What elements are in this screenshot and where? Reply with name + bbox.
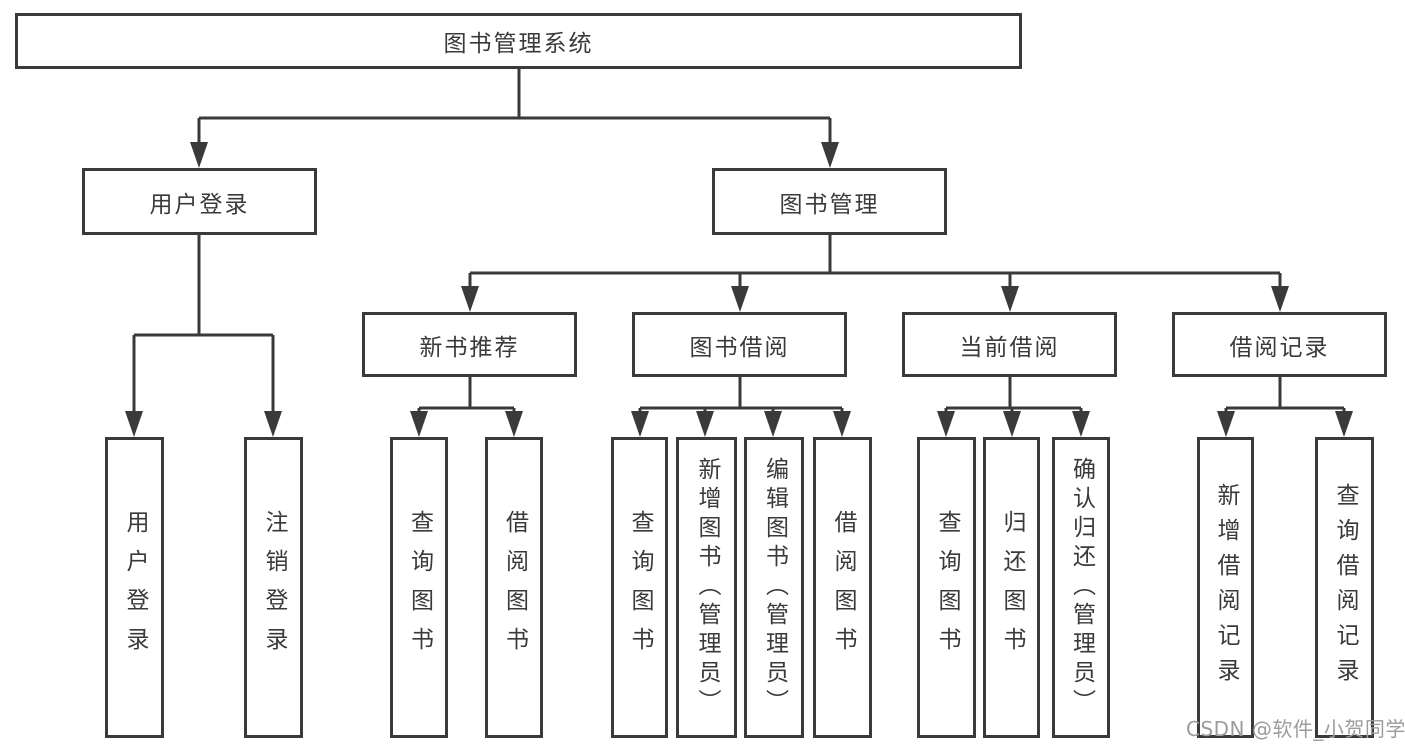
leaf-query-books-borrow: 查询图书	[611, 437, 668, 738]
leaf-add-books-admin: 新增图书（管理员）	[676, 437, 737, 738]
leaf-user-login: 用户登录	[105, 437, 164, 738]
leaf-logout-login: 注销登录	[244, 437, 303, 738]
node-label: 新书推荐	[419, 334, 520, 361]
node-library-management-system: 图书管理系统	[15, 13, 1022, 69]
leaf-borrow-books-recommend: 借阅图书	[485, 437, 543, 738]
node-book-management: 图书管理	[712, 168, 947, 235]
node-label: 归还图书	[999, 509, 1025, 666]
node-label: 用户登录	[149, 191, 250, 218]
leaf-query-books-recommend: 查询图书	[390, 437, 448, 738]
node-label: 查询图书	[627, 509, 653, 666]
node-label: 借阅图书	[501, 509, 528, 666]
leaf-add-borrow-record: 新增借阅记录	[1197, 437, 1254, 738]
node-label: 查询图书	[934, 509, 960, 666]
node-label: 新增图书（管理员）	[694, 457, 720, 718]
leaf-confirm-return-admin: 确认归还（管理员）	[1052, 437, 1110, 738]
leaf-edit-books-admin: 编辑图书（管理员）	[744, 437, 804, 738]
node-label: 用户登录	[122, 509, 148, 666]
node-user-login: 用户登录	[82, 168, 317, 235]
node-label: 图书管理	[779, 191, 880, 218]
node-label: 注销登录	[261, 509, 287, 666]
node-label: 确认归还（管理员）	[1068, 457, 1095, 718]
node-label: 新增借阅记录	[1213, 482, 1239, 693]
leaf-query-books-current: 查询图书	[917, 437, 976, 738]
node-label: 借阅图书	[830, 509, 856, 666]
node-label: 编辑图书（管理员）	[761, 457, 788, 718]
leaf-borrow-books-borrow: 借阅图书	[813, 437, 872, 738]
node-current-borrowing: 当前借阅	[902, 312, 1117, 377]
node-label: 借阅记录	[1229, 334, 1330, 361]
leaf-return-books: 归还图书	[983, 437, 1040, 738]
node-label: 图书管理系统	[443, 31, 594, 57]
leaf-query-borrow-record: 查询借阅记录	[1315, 437, 1374, 738]
node-book-borrowing: 图书借阅	[632, 312, 847, 377]
node-label: 当前借阅	[959, 334, 1060, 361]
node-new-book-recommendation: 新书推荐	[362, 312, 577, 377]
node-label: 查询图书	[406, 509, 433, 666]
node-label: 查询借阅记录	[1332, 482, 1358, 693]
watermark-text: CSDN @软件_小贺同学	[1186, 717, 1405, 741]
node-label: 图书借阅	[689, 334, 790, 361]
node-borrowing-records: 借阅记录	[1172, 312, 1387, 377]
